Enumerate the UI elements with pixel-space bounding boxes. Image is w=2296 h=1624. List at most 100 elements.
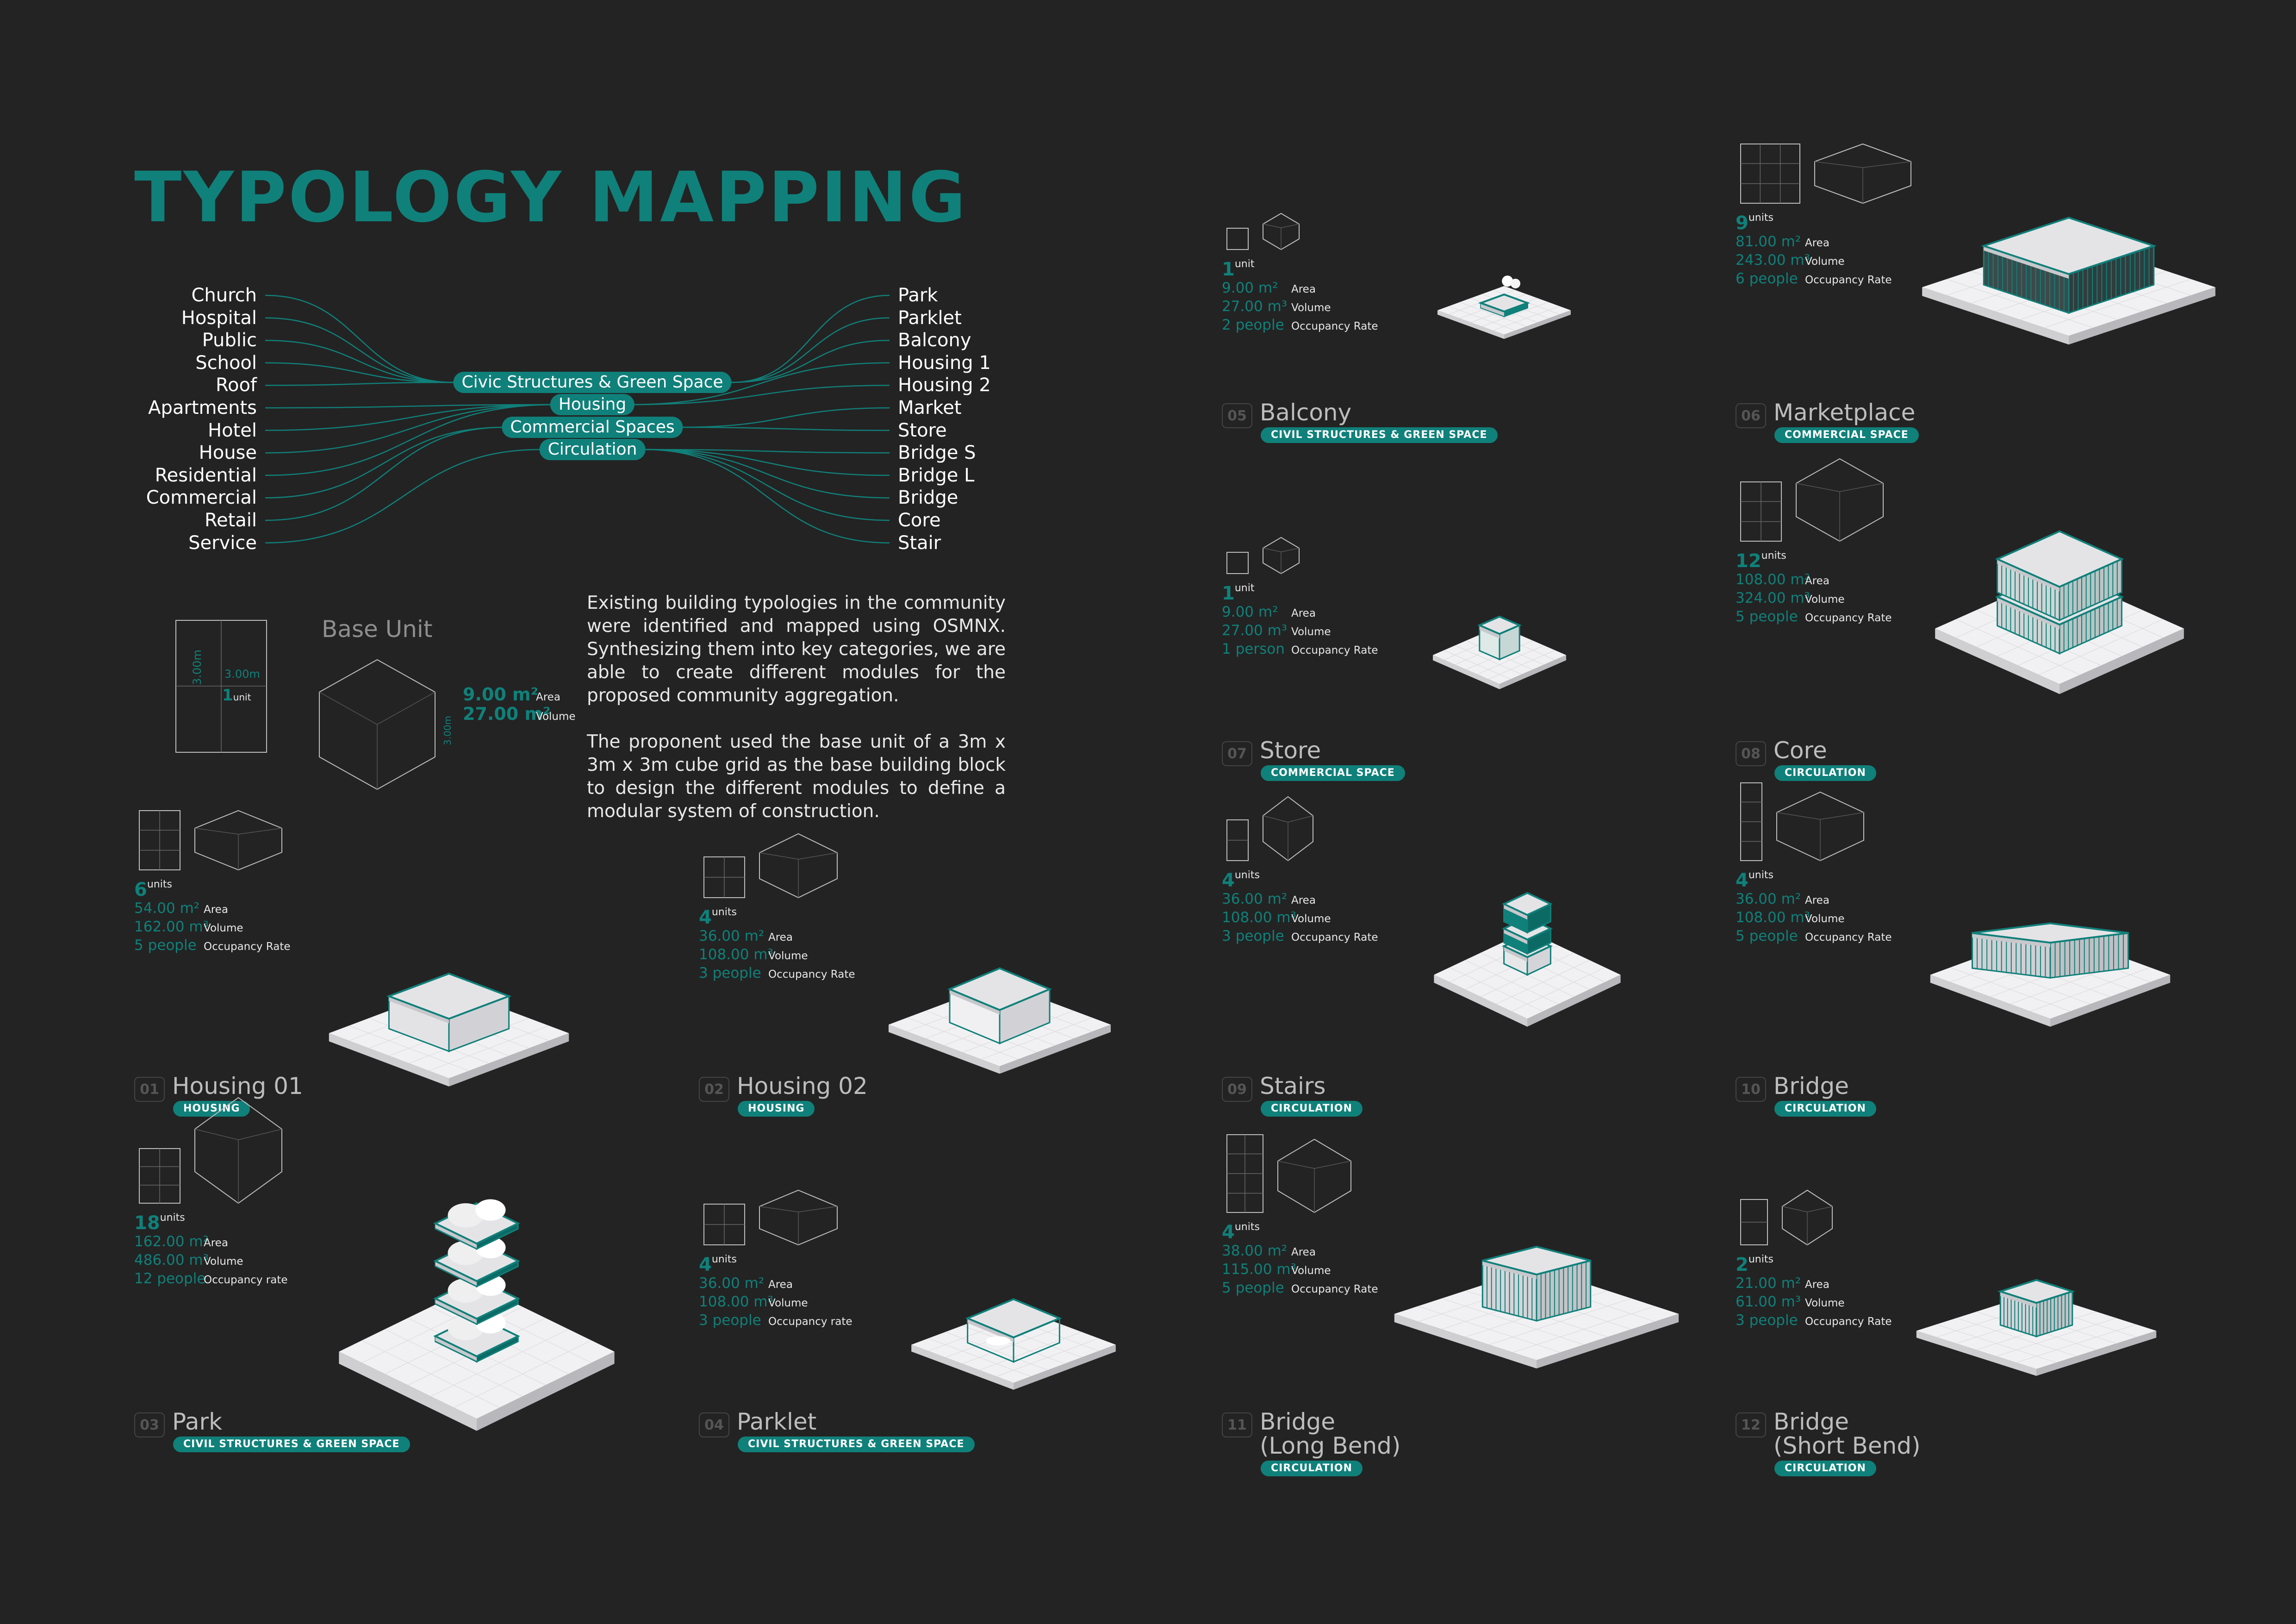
source-typology-church: Church <box>191 285 257 306</box>
base-unit-diagram: 3.00m 3.00m 1unit Base Unit 3.00m 9.00 m… <box>171 616 588 801</box>
module-3d-model <box>911 1298 1116 1390</box>
typology-link <box>265 426 505 521</box>
module-category-tag: CIRCULATION <box>1261 1101 1363 1117</box>
module-name: Stairs <box>1260 1073 1326 1099</box>
module-plan-icon <box>703 856 745 898</box>
source-typology-residential: Residential <box>155 464 257 486</box>
module-number-badge: 09 <box>1222 1077 1252 1102</box>
description: Existing building typologies in the comm… <box>587 592 1006 846</box>
typology-link <box>265 449 542 543</box>
module-category-tag: HOUSING <box>173 1101 250 1117</box>
module-name: Housing 01 <box>172 1073 303 1099</box>
module-type-housing-2: Housing 2 <box>898 375 991 396</box>
module-grid-icon <box>1263 796 1313 862</box>
module-plan-icon <box>1226 552 1249 574</box>
module-3d-model <box>1916 1279 2157 1376</box>
module-name: Core <box>1773 737 1827 764</box>
module-grid-icon <box>194 810 282 871</box>
source-typology-house: House <box>199 442 257 464</box>
typology-link <box>629 385 890 406</box>
typology-link <box>643 449 890 543</box>
module-3d-model <box>1930 922 2171 1027</box>
module-category-tag: CIVIL STRUCTURES & GREEN SPACE <box>1261 427 1498 443</box>
module-3d-model <box>1394 1245 1679 1368</box>
module-plan-icon <box>1226 1134 1263 1213</box>
module-grid-icon <box>1814 143 1911 204</box>
module-plan-icon <box>703 1204 745 1245</box>
module-3d-model <box>1922 217 2215 345</box>
module-type-bridge-s: Bridge S <box>898 442 976 464</box>
module-category-tag: CIRCULATION <box>1774 1461 1876 1476</box>
module-grid-icon <box>759 833 838 899</box>
category-pill-1: Civic Structures & Green Space <box>453 372 732 393</box>
module-category-tag: CIRCULATION <box>1774 1101 1876 1117</box>
module-plan-icon <box>1740 782 1762 861</box>
module-category-tag: COMMERCIAL SPACE <box>1261 765 1405 781</box>
module-type-stair: Stair <box>898 532 941 554</box>
typology-link <box>265 339 454 383</box>
module-grid-icon <box>1796 458 1884 542</box>
module-grid-icon <box>194 1097 282 1204</box>
module-number-badge: 01 <box>134 1077 165 1102</box>
module-type-core: Core <box>898 510 941 531</box>
module-number-badge: 10 <box>1736 1077 1766 1102</box>
page-title: TYPOLOGY MAPPING <box>134 157 968 238</box>
module-type-balcony: Balcony <box>898 330 971 351</box>
module-grid-icon <box>1263 212 1300 250</box>
module-name: Bridge <box>1773 1073 1849 1099</box>
module-grid-icon <box>1782 1189 1833 1246</box>
typology-link <box>265 404 556 476</box>
module-3d-model <box>1433 615 1566 689</box>
module-type-bridge-l: Bridge L <box>898 464 975 486</box>
typology-link <box>643 449 890 454</box>
module-plan-icon <box>1740 481 1782 542</box>
typology-link <box>629 362 890 406</box>
category-pill-3: Commercial Spaces <box>502 417 683 438</box>
base-unit-title: Base Unit <box>322 616 433 643</box>
module-3d-model <box>329 972 569 1087</box>
module-number-badge: 04 <box>699 1412 729 1437</box>
module-grid-icon <box>1776 791 1864 862</box>
module-type-market: Market <box>898 397 962 418</box>
description-paragraph-1: Existing building typologies in the comm… <box>587 593 1006 706</box>
typology-link <box>265 317 454 383</box>
typology-link <box>643 449 890 476</box>
source-typology-public: Public <box>202 330 257 351</box>
source-typology-school: School <box>195 352 257 374</box>
module-category-tag: CIVIL STRUCTURES & GREEN SPACE <box>738 1437 975 1452</box>
module-name: Park <box>172 1408 223 1435</box>
module-type-parklet: Parklet <box>898 307 962 329</box>
module-3d-model <box>1434 892 1621 1027</box>
